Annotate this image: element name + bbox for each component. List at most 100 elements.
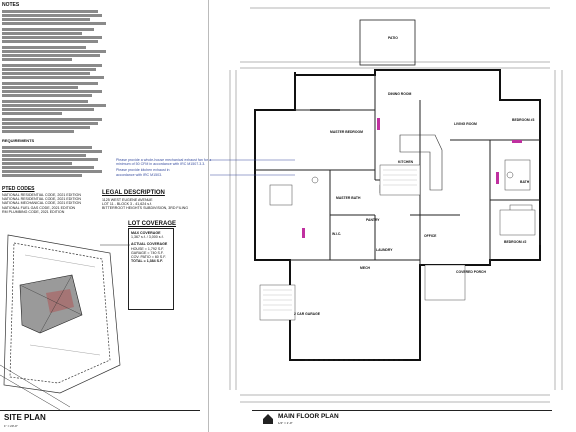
blue-leaders <box>210 159 295 176</box>
legal-line: LOT 11 - BLOCK 3 - 41,624 s.f. <box>102 202 153 207</box>
room-laundry: LAUNDRY <box>376 248 393 252</box>
coverage-row-value: 740 S.F. <box>150 250 164 255</box>
notes-text-line <box>2 46 86 49</box>
room-office: OFFICE <box>424 234 437 238</box>
notes-text-line <box>2 130 74 133</box>
coverage-row: HOUSE = 1,792 S.F. <box>131 247 171 251</box>
notes-text-line <box>2 76 104 79</box>
notes-text-line <box>2 112 62 115</box>
notes-text-line <box>2 22 106 25</box>
room-bath: BATH <box>520 180 530 184</box>
legal-lines: 1125 WEST EUGENE AVENUE LOT 11 - BLOCK 3… <box>102 198 202 211</box>
max-coverage-label: MAX COVERAGE <box>131 231 161 235</box>
notes-text-line <box>2 72 90 75</box>
room-living: LIVING ROOM <box>454 122 477 126</box>
max-coverage-value: 1,367 s.f. / 3,000 s.f. <box>131 235 164 240</box>
room-mech: MECH <box>360 266 370 270</box>
coverage-row-value: 1,792 S.F. <box>147 246 165 251</box>
requirements-title: REQUIREMENTS <box>2 138 35 143</box>
room-patio: PATIO <box>388 36 398 40</box>
coverage-row-label: GARAGE = <box>131 250 150 255</box>
notes-text-line <box>2 40 98 43</box>
room-bedroom2: BEDROOM #2 <box>504 240 527 244</box>
notes-text-line <box>2 36 102 39</box>
codes-line: NATIONAL RESIDENTIAL CODE, 2021 EDITION <box>2 193 81 197</box>
floor-plan-scale: 1/4" = 1'-0" <box>278 421 293 425</box>
mech-note-line: accordance with IRC M1503. <box>116 172 163 177</box>
requirements-text-line <box>2 166 94 169</box>
dimension-lines <box>229 7 563 403</box>
legal-line: BITTERROOT HEIGHTS SUBDIVISION, 3RD FILI… <box>102 206 188 211</box>
room-master: MASTER BEDROOM <box>330 130 363 134</box>
notes-text-line <box>2 122 98 125</box>
exterior-walls <box>254 69 541 361</box>
notes-text-line <box>2 54 100 57</box>
room-pantry: PANTRY <box>366 218 380 222</box>
coverage-row-label: HOUSE = <box>131 246 147 251</box>
notes-text-line <box>2 90 102 93</box>
room-master-bath: MASTER BATH <box>336 196 361 200</box>
requirements-text-line <box>2 158 98 161</box>
notes-text-line <box>2 108 94 111</box>
notes-text-line <box>2 14 102 17</box>
room-garage: 2 CAR GARAGE <box>294 312 320 316</box>
notes-text-line <box>2 68 96 71</box>
notes-text-line <box>2 28 94 31</box>
setback-line <box>9 242 111 384</box>
room-porch: COVERED PORCH <box>456 270 486 274</box>
site-plan-title: SITE PLAN <box>4 413 46 422</box>
requirements-text-line <box>2 154 86 157</box>
codes-line: NATIONAL FUEL GAS CODE, 2021 EDITION <box>2 205 76 210</box>
coverage-row: GARAGE = 740 S.F. <box>131 251 171 255</box>
site-plan-drawing <box>0 234 130 410</box>
requirements-text-line <box>2 170 102 173</box>
notes-text-line <box>2 126 90 129</box>
mech-note-line: minimum of 50 CFM in accordance with IRC… <box>116 162 206 167</box>
notes-text-line <box>2 82 98 85</box>
site-plan-scale: 1" = 20'-0" <box>4 424 18 428</box>
site-title-rule <box>0 410 200 411</box>
floor-plan-title: MAIN FLOOR PLAN <box>278 413 339 420</box>
floor-title-rule <box>252 410 552 411</box>
codes-list: NATIONAL RESIDENTIAL CODE, 2021 EDITION … <box>2 193 102 214</box>
notes-title: NOTES <box>2 2 20 8</box>
notes-text-line <box>2 100 88 103</box>
notes-text-line <box>2 94 92 97</box>
notes-text-line <box>2 10 98 13</box>
codes-line: NATIONAL RESIDENTIAL CODE, 2021 EDITION <box>2 197 81 202</box>
sheet-divider <box>208 0 209 432</box>
requirements-text-line <box>2 146 92 149</box>
coverage-title: LOT COVERAGE <box>128 221 177 227</box>
floor-plan-drawing <box>210 7 563 403</box>
codes-line: RM PLUMBING CODE, 2021 EDITION <box>2 209 65 214</box>
coverage-row-value: 1,384 S.F. <box>146 259 163 264</box>
requirements-text-line <box>2 150 102 153</box>
notes-text-line <box>2 104 106 107</box>
notes-text-line <box>2 118 102 121</box>
coverage-row: COV. PATIO = 60 S.F. <box>131 255 171 259</box>
codes-title: PTED CODES <box>2 186 35 192</box>
notes-text-line <box>2 32 82 35</box>
room-wic: W.I.C. <box>332 232 342 236</box>
coverage-row-label: TOTAL = <box>131 259 146 264</box>
requirements-text-line <box>2 174 82 177</box>
mech-note-line: Please provide a whole-house mechanical … <box>116 158 212 162</box>
mech-notes: Please provide a whole-house mechanical … <box>116 158 226 177</box>
room-bedroom3: BEDROOM #3 <box>512 118 535 122</box>
actual-coverage-label: ACTUAL COVERAGE <box>131 242 168 247</box>
house-footprint <box>19 274 83 334</box>
notes-text-line <box>2 18 90 21</box>
legal-line: 1125 WEST EUGENE AVENUE <box>102 198 153 202</box>
notes-panel: NOTES <box>0 0 112 160</box>
room-dining: DINING ROOM <box>388 92 412 96</box>
coverage-box: MAX COVERAGE 1,367 s.f. / 3,000 s.f. ACT… <box>128 228 174 310</box>
notes-text-line <box>2 86 78 89</box>
coverage-row-value: 60 S.F. <box>154 255 166 260</box>
room-kitchen: KITCHEN <box>398 160 414 164</box>
codes-line: NATIONAL MECHANICAL CODE, 2021 EDITION <box>2 201 81 206</box>
note-boxes <box>259 164 536 321</box>
house-icon <box>263 414 273 424</box>
legal-title: LEGAL DESCRIPTION <box>102 190 165 196</box>
coverage-row: TOTAL = 1,384 S.F. <box>131 259 171 263</box>
coverage-row-label: COV. PATIO = <box>131 255 154 260</box>
